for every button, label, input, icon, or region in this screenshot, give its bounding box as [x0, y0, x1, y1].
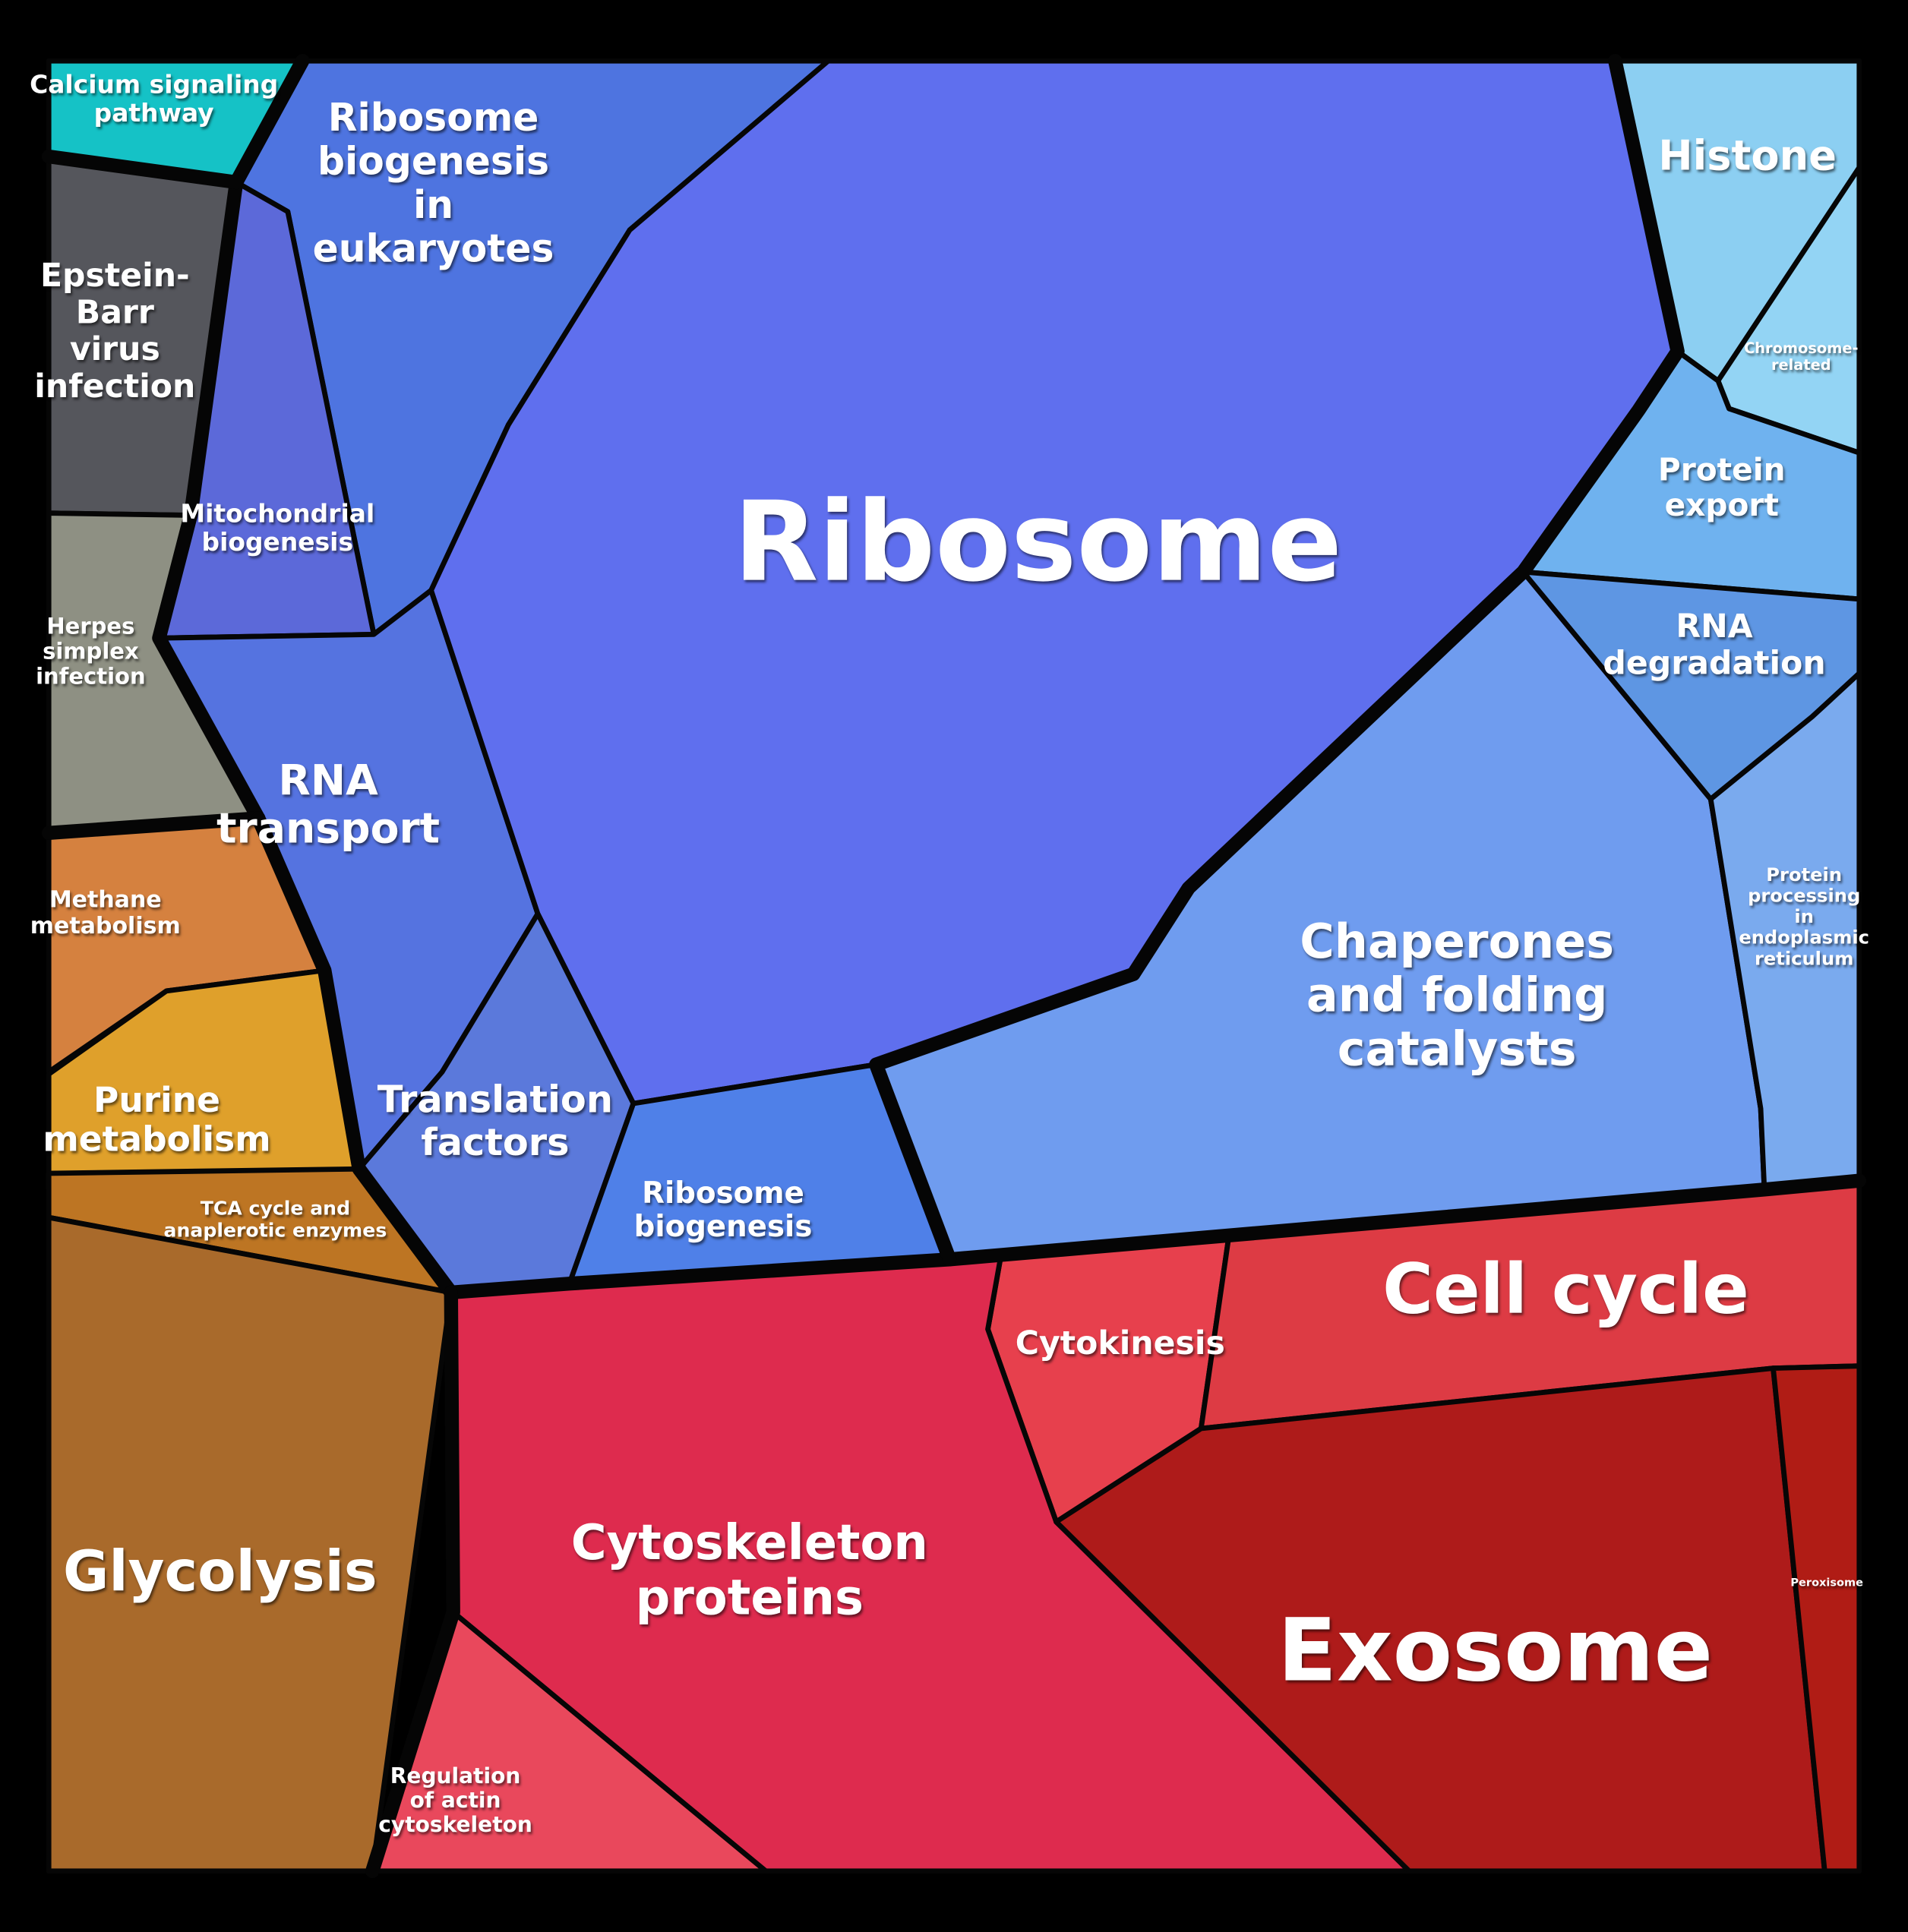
group-boundary-brown-red-edge — [365, 1285, 460, 1878]
group-boundary-orange-blue-edge — [251, 811, 458, 1300]
cell-label-cytokinesis: Cytokinesis — [1016, 1324, 1225, 1362]
group-boundaries-layer — [42, 54, 1866, 1878]
cell-label-histone: Histone — [1658, 132, 1837, 180]
cell-label-peroxisome: Peroxisome — [1790, 1577, 1863, 1589]
cells-layer — [46, 58, 1862, 1874]
group-boundary-purple-lightblue-edge — [869, 54, 1685, 1267]
cell-label-ribosome: Ribosome — [734, 478, 1342, 607]
group-boundary-gray-orange-edge — [42, 811, 266, 840]
group-boundary-blue-red-edge — [444, 1173, 1866, 1300]
group-boundary-teal-gray-edge — [42, 149, 244, 190]
group-boundary-disease-group-edge — [152, 54, 310, 826]
cell-label-glycolysis: Glycolysis — [63, 1540, 377, 1605]
cell-label-exosome: Exosome — [1278, 1599, 1713, 1700]
cell-peroxisome[interactable] — [1771, 1363, 1862, 1874]
cell-label-cell-cycle: Cell cycle — [1382, 1250, 1749, 1330]
cell-label-chromosome-related: Chromosome-related — [1744, 339, 1858, 374]
